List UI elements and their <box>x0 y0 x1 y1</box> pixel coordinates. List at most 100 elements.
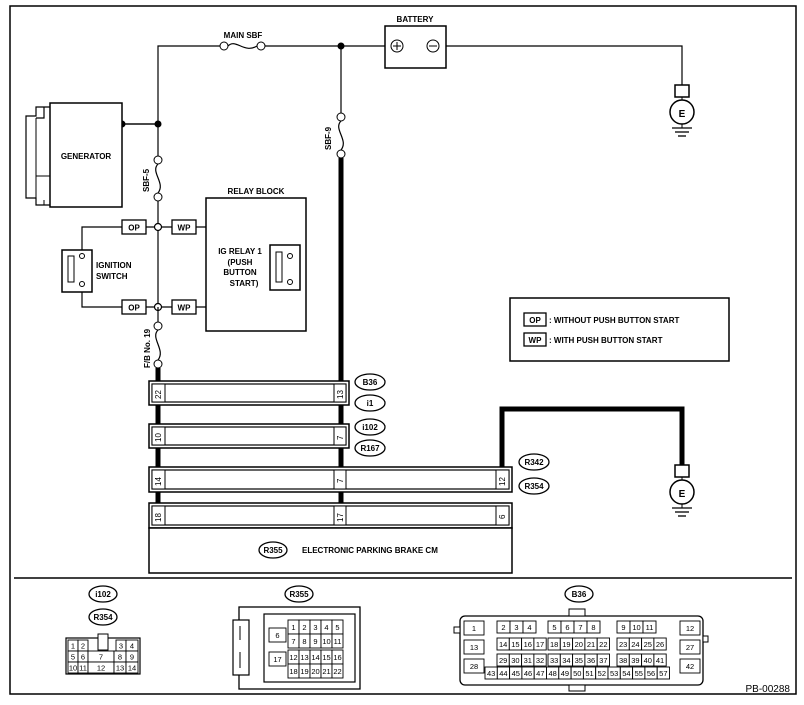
relay-block-label: RELAY BLOCK <box>228 187 285 196</box>
connector-row-1: 22 13 <box>148 380 350 406</box>
b36-pin: 25 <box>644 640 652 649</box>
r355-pin: 14 <box>311 653 319 662</box>
legend: OP : WITHOUT PUSH BUTTON START WP : WITH… <box>509 297 730 362</box>
b36-pin: 43 <box>487 669 495 678</box>
i102-pin: 7 <box>99 653 103 662</box>
b36-pin: 55 <box>635 669 643 678</box>
battery: BATTERY <box>384 15 447 69</box>
ignition-label-2: SWITCH <box>96 272 128 281</box>
b36-pin: 37 <box>599 656 607 665</box>
svg-text:13: 13 <box>336 390 345 399</box>
r355-pin: 16 <box>333 653 341 662</box>
svg-text:B36: B36 <box>572 590 587 599</box>
r355-pin: 1 <box>291 623 295 632</box>
sbf9-fuse: SBF-9 <box>324 112 346 159</box>
b36-pin: 29 <box>499 656 507 665</box>
op-tag-lower: OP <box>121 299 147 315</box>
svg-text:R355: R355 <box>263 546 283 555</box>
i102-pin: 5 <box>71 653 75 662</box>
b36-pin: 23 <box>619 640 627 649</box>
b36-pin: 12 <box>686 624 694 633</box>
svg-text:7: 7 <box>336 435 345 440</box>
b36-pin: 13 <box>470 643 478 652</box>
b36-pin: 46 <box>524 669 532 678</box>
b36-pin: 27 <box>686 643 694 652</box>
b36-pin: 38 <box>619 656 627 665</box>
b36-pin: 44 <box>499 669 507 678</box>
r355-pin: 11 <box>334 637 342 646</box>
i102-pin: 10 <box>69 664 77 673</box>
r355-pin: 15 <box>322 653 330 662</box>
r355-pin: 17 <box>273 655 281 664</box>
callout-r354: R354 <box>524 482 544 491</box>
r355-pin: 12 <box>289 653 297 662</box>
i102-pin: 4 <box>130 642 134 651</box>
callout-i102: i102 <box>362 423 378 432</box>
r355-pin: 7 <box>291 637 295 646</box>
main-sbf-fuse: MAIN SBF <box>219 31 266 51</box>
callout-i1: i1 <box>367 399 374 408</box>
r355-pin: 10 <box>322 637 330 646</box>
svg-text:10: 10 <box>154 433 163 442</box>
b36-pin: 5 <box>552 623 556 632</box>
r355-pin: 2 <box>302 623 306 632</box>
ignition-label-1: IGNITION <box>96 261 132 270</box>
legend-op-text: : WITHOUT PUSH BUTTON START <box>549 316 679 325</box>
wp-tag-upper: WP <box>171 219 197 235</box>
svg-text:OP: OP <box>128 304 140 313</box>
ground-label-2: E <box>679 489 686 500</box>
outer-frame <box>9 5 797 695</box>
fb19-label: F/B No. 19 <box>143 328 152 368</box>
b36-pin: 53 <box>610 669 618 678</box>
b36-pin: 45 <box>512 669 520 678</box>
b36-pin: 8 <box>591 623 595 632</box>
b36-pin: 32 <box>536 656 544 665</box>
i102-pin: 6 <box>81 653 85 662</box>
connector-row-4: 18 17 6 <box>148 502 513 529</box>
r355-pin: 22 <box>333 667 341 676</box>
b36-pin: 40 <box>644 656 652 665</box>
r355-pin: 8 <box>302 637 306 646</box>
svg-text:18: 18 <box>154 513 163 522</box>
b36-pin: 39 <box>631 656 639 665</box>
connector-row-3: 14 7 12 <box>148 466 513 493</box>
svg-text:R354: R354 <box>93 613 113 622</box>
generator-label: GENERATOR <box>61 152 112 161</box>
callout-r342: R342 <box>524 458 544 467</box>
b36-pin: 42 <box>686 662 694 671</box>
ground-bottom: E <box>669 464 695 517</box>
r355-pin: 18 <box>289 667 297 676</box>
i102-pin: 3 <box>119 642 123 651</box>
svg-text:OP: OP <box>529 316 541 325</box>
b36-pin: 34 <box>562 656 570 665</box>
connector-callouts: B36 i1 i102 R167 R342 R354 <box>354 373 550 495</box>
sbf9-label: SBF-9 <box>324 126 333 150</box>
b36-pin: 24 <box>631 640 639 649</box>
svg-text:OP: OP <box>128 224 140 233</box>
b36-pin: 56 <box>647 669 655 678</box>
b36-pin: 3 <box>514 623 518 632</box>
callout-b36: B36 <box>363 378 378 387</box>
callout-r167: R167 <box>360 444 380 453</box>
op-tag-upper: OP <box>121 219 147 235</box>
svg-text:WP: WP <box>178 224 192 233</box>
i102-pin: 9 <box>130 653 134 662</box>
r355-pin: 19 <box>300 667 308 676</box>
i102-pin: 11 <box>79 664 87 673</box>
b36-pin: 21 <box>587 640 595 649</box>
relay-block: RELAY BLOCK IG RELAY 1 (PUSH BUTTON STAR… <box>205 187 307 332</box>
b36-pin: 17 <box>536 640 544 649</box>
b36-pin: 28 <box>470 662 478 671</box>
ground-top: E <box>669 84 695 137</box>
b36-pin: 26 <box>656 640 664 649</box>
module-label: ELECTRONIC PARKING BRAKE CM <box>302 546 438 555</box>
svg-text:14: 14 <box>154 477 163 486</box>
page-id: PB-00288 <box>746 684 791 695</box>
b36-pin: 33 <box>550 656 558 665</box>
i102-pin: 2 <box>81 642 85 651</box>
b36-pin: 15 <box>511 640 519 649</box>
